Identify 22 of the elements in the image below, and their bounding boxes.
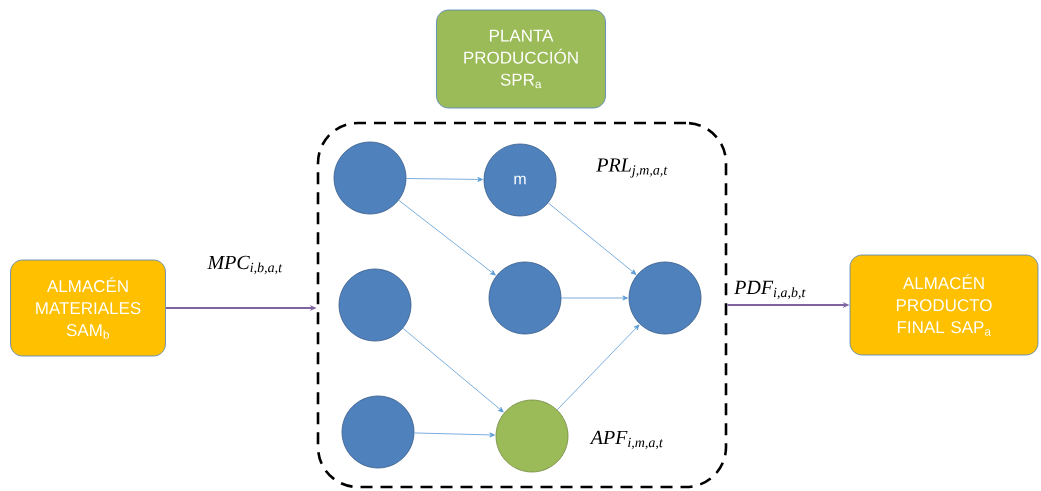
arrow [402, 327, 504, 413]
arrow [561, 295, 628, 301]
dashed-boundary [316, 121, 728, 489]
circle-node: m [483, 143, 557, 217]
circle-node [488, 261, 562, 335]
circle-node [338, 268, 412, 342]
circle-node [341, 395, 415, 469]
arrow [398, 199, 496, 276]
process-box: PLANTA PRODUCCIÓN SPR$_{a}$ [436, 9, 606, 109]
arrow [406, 177, 483, 182]
circle-node [628, 261, 702, 335]
storage-box: ALMACÉN PRODUCTO FINAL SAP$_{a}$ [849, 254, 1039, 356]
arrow [556, 324, 640, 411]
variable-label: APF$_{i,m,a,t}$ [589, 430, 664, 450]
edge-label: PDF$_{i,a,b,t}$ [734, 280, 806, 300]
edge-label: MPC$_{i,b,a,t}$ [207, 255, 283, 275]
arrow [547, 202, 637, 275]
storage-box: ALMACÉN MATERIALES SAM$_{b}$ [10, 259, 166, 357]
variable-label: PRL$_{j,m,a,t}$ [596, 158, 668, 178]
circle-node [333, 141, 407, 215]
circle-node [495, 399, 569, 473]
arrow [414, 432, 495, 438]
